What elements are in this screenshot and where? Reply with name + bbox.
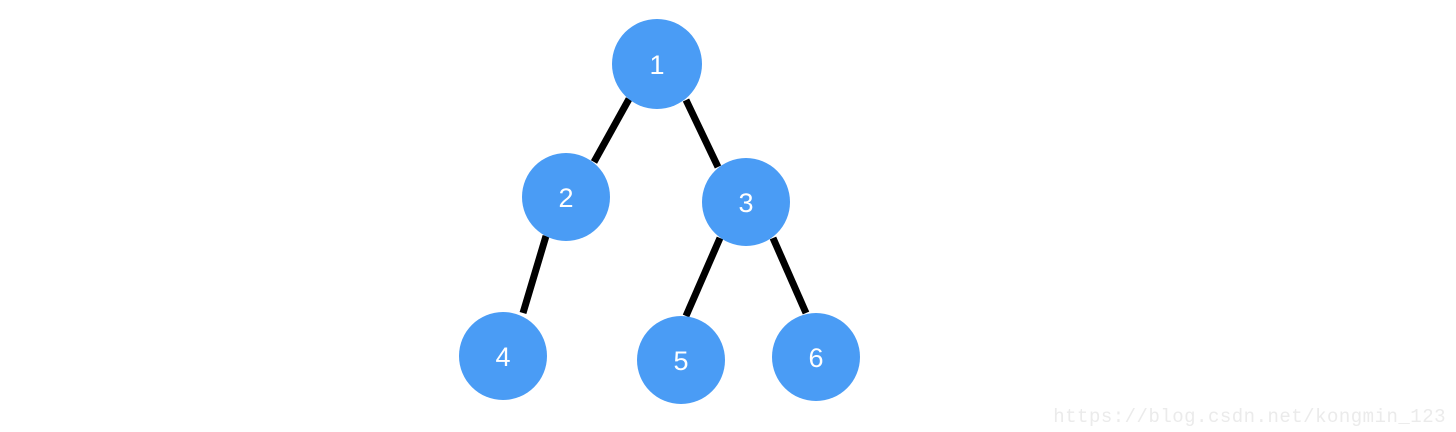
- node-circle-4[interactable]: [459, 312, 547, 400]
- node-circle-5[interactable]: [637, 316, 725, 404]
- tree-edge-n1-n3: [682, 98, 722, 169]
- tree-node-3[interactable]: 3: [702, 158, 790, 246]
- node-circle-2[interactable]: [522, 153, 610, 241]
- node-label-4: 4: [495, 342, 510, 372]
- node-label-1: 1: [649, 50, 664, 80]
- node-circle-6[interactable]: [772, 313, 860, 401]
- tree-node-1[interactable]: 1: [612, 19, 702, 109]
- nodes-group: 1 2 3 4 5 6: [459, 19, 860, 404]
- tree-edge-n3-n6: [769, 236, 810, 315]
- watermark-text: https://blog.csdn.net/kongmin_123: [1053, 406, 1446, 428]
- node-label-3: 3: [738, 188, 753, 218]
- tree-edge-n2-n4: [519, 234, 550, 315]
- node-label-5: 5: [673, 346, 688, 376]
- edges-group: [519, 97, 810, 318]
- node-label-2: 2: [558, 183, 573, 213]
- tree-node-5[interactable]: 5: [637, 316, 725, 404]
- tree-node-4[interactable]: 4: [459, 312, 547, 400]
- node-label-6: 6: [808, 343, 823, 373]
- tree-edge-n1-n2: [590, 97, 633, 164]
- tree-node-6[interactable]: 6: [772, 313, 860, 401]
- node-circle-3[interactable]: [702, 158, 790, 246]
- tree-node-2[interactable]: 2: [522, 153, 610, 241]
- tree-edge-n3-n5: [682, 236, 724, 318]
- node-circle-1[interactable]: [612, 19, 702, 109]
